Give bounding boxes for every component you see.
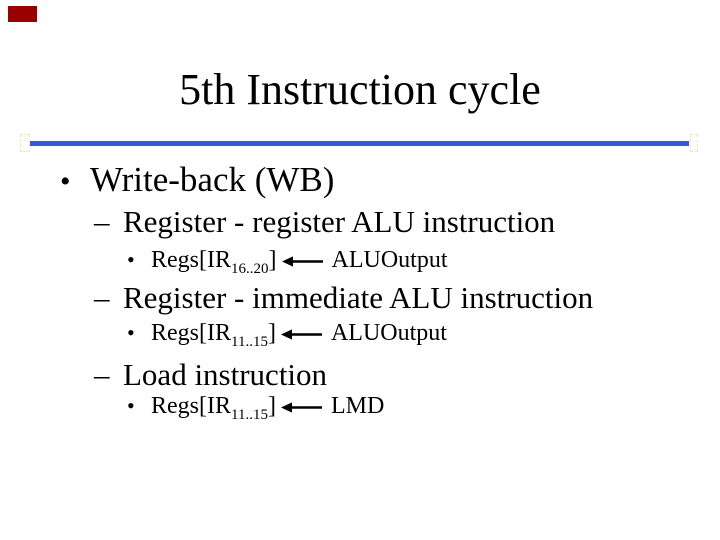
left-arrow-icon — [281, 246, 324, 275]
detail-reg-reg: • Regs[IR16..20] ALUOutput — [127, 246, 448, 277]
rule-end-ornament-right — [690, 134, 698, 152]
rule-end-ornament-left — [20, 134, 30, 152]
bullet-writeback-label: Write-back (WB) — [90, 160, 335, 199]
bullet-dot-icon: • — [127, 393, 135, 418]
bullet-dot-icon: • — [60, 165, 71, 198]
heading-reg-imm: –Register - immediate ALU instruction — [94, 279, 593, 316]
title-underline-rule — [30, 141, 689, 146]
bullet-writeback: • Write-back (WB) — [60, 159, 334, 201]
slide-title: 5th Instruction cycle — [179, 65, 541, 114]
heading-load: –Load instruction — [94, 356, 327, 393]
heading-reg-imm-label: Register - immediate ALU instruction — [123, 280, 594, 315]
detail-reg-imm: • Regs[IR11..15] ALUOutput — [127, 319, 447, 350]
dest-expression: Regs[IR16..20] — [151, 247, 277, 277]
dest-subscript: 11..15 — [231, 333, 268, 350]
corner-decoration — [8, 6, 37, 22]
bullet-dot-icon: • — [127, 320, 135, 345]
dest-expression: Regs[IR11..15] — [151, 393, 276, 423]
dest-subscript: 16..20 — [231, 260, 269, 277]
left-arrow-icon — [280, 392, 323, 421]
bullet-dot-icon: • — [127, 247, 135, 272]
dest-subscript: 11..15 — [231, 406, 268, 423]
heading-reg-reg: –Register - register ALU instruction — [94, 203, 555, 240]
heading-load-label: Load instruction — [123, 357, 328, 392]
heading-reg-reg-label: Register - register ALU instruction — [123, 204, 556, 239]
source-label: ALUOutput — [331, 247, 448, 273]
dash-marker-icon: – — [94, 280, 110, 315]
detail-load: • Regs[IR11..15] LMD — [127, 392, 385, 423]
left-arrow-icon — [280, 319, 323, 348]
dash-marker-icon: – — [94, 357, 110, 392]
dash-marker-icon: – — [94, 204, 110, 239]
dest-expression: Regs[IR11..15] — [151, 320, 276, 350]
source-label: ALUOutput — [330, 320, 447, 346]
source-label: LMD — [330, 393, 385, 419]
